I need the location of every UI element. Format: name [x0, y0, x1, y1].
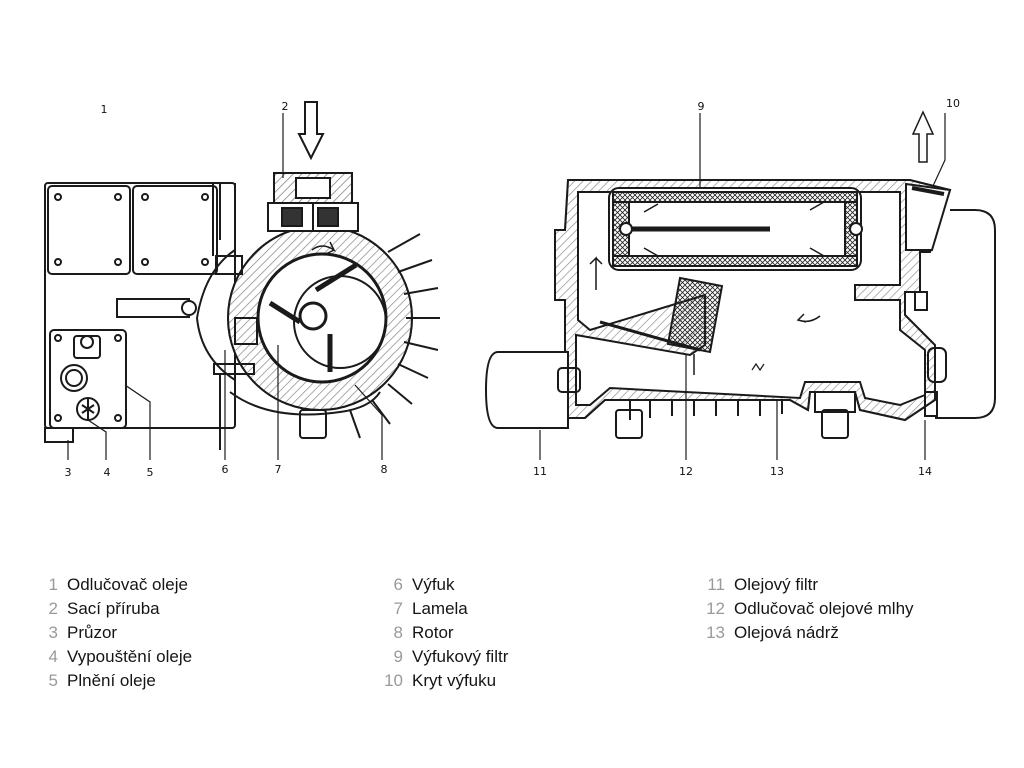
legend-label: Odlučovač oleje [67, 575, 188, 594]
flow-arrows [589, 110, 935, 375]
callout-12: 12 [679, 465, 693, 478]
callout-1: 1 [100, 103, 108, 116]
legend-item: 5 Plnění oleje [36, 669, 192, 693]
callout-10: 10 [946, 97, 960, 110]
legend-number: 10 [384, 671, 403, 690]
legend-column-3: 11 Olejový filtr 12 Odlučovač olejové mlhy… [703, 573, 914, 645]
legend-number: 2 [48, 599, 58, 618]
callout-3: 3 [64, 466, 72, 479]
callout-6: 6 [221, 463, 229, 476]
legend-item: 3 Průzor [36, 621, 192, 645]
legend-label: Olejová nádrž [734, 623, 839, 642]
legend-item: 12 Odlučovač olejové mlhy [703, 597, 914, 621]
sight-glass-plate [44, 329, 127, 443]
legend-item: 2 Sací příruba [36, 597, 192, 621]
legend-item: 13 Olejová nádrž [703, 621, 914, 645]
legend-number: 5 [48, 671, 58, 690]
callout-9: 9 [697, 100, 705, 113]
leader-lines [67, 113, 946, 460]
legend-label: Výfukový filtr [412, 647, 509, 666]
legend-number: 3 [48, 623, 58, 642]
legend-number: 4 [48, 647, 58, 666]
oil-mist-separator [599, 276, 724, 354]
callout-7: 7 [274, 463, 282, 476]
legend-number: 7 [393, 599, 403, 618]
legend-number: 11 [707, 575, 725, 594]
oil-separator-housing [44, 182, 236, 429]
legend-label: Olejový filtr [734, 575, 819, 594]
legend-label: Sací příruba [67, 599, 160, 618]
callout-2: 2 [281, 100, 289, 113]
left-view [44, 101, 440, 450]
legend-column-1: 1 Odlučovač oleje 2 Sací příruba 3 Průzor 4… [36, 573, 193, 693]
legend-number: 8 [393, 623, 403, 642]
callout-11: 11 [533, 465, 547, 478]
legend-number: 13 [706, 623, 725, 642]
intake-flange [267, 172, 359, 232]
legend-item: 11 Olejový filtr [703, 573, 914, 597]
callout-8: 8 [380, 463, 388, 476]
legend-label: Výfuk [412, 575, 455, 594]
legend-number: 12 [706, 599, 725, 618]
legend-label: Lamela [412, 599, 468, 618]
legend-number: 6 [393, 575, 403, 594]
legend-label: Kryt výfuku [412, 671, 497, 690]
legend-item: 4 Vypouštění oleje [36, 645, 193, 669]
legend-number: 1 [48, 575, 58, 594]
right-view [484, 110, 996, 439]
legend-item: 7 Lamela [381, 597, 508, 621]
legend-label: Odlučovač olejové mlhy [734, 599, 914, 618]
legend-item: 9 Výfukový filtr [381, 645, 509, 669]
oil-fill-tube [116, 298, 197, 318]
legend-label: Rotor [412, 623, 454, 642]
legend-column-2: 6 Výfuk 7 Lamela 8 Rotor 9 Výfukový filtr 10… [381, 573, 508, 693]
callout-14: 14 [918, 465, 932, 478]
motor-right [935, 209, 996, 419]
pump-cross-section-drawing [44, 101, 996, 460]
legend-label: Průzor [67, 623, 118, 642]
legend-item: 10 Kryt výfuku [381, 669, 508, 693]
tank-fins [615, 391, 856, 439]
legend-label: Vypouštění oleje [67, 647, 193, 666]
callout-4: 4 [103, 466, 111, 479]
legend-item: 6 Výfuk [381, 573, 508, 597]
legend-item: 1 Odlučovač oleje [36, 573, 192, 597]
exhaust-cover [905, 182, 952, 417]
legend-item: 8 Rotor [381, 621, 508, 645]
legend-label: Plnění oleje [67, 671, 156, 690]
legend-number: 9 [393, 647, 403, 666]
inlet-arrow [297, 101, 325, 161]
pump-housing [227, 225, 440, 439]
exhaust-filter [608, 187, 863, 271]
callout-5: 5 [146, 466, 154, 479]
exhaust-side [195, 249, 381, 450]
callout-13: 13 [770, 465, 784, 478]
oil-filter-body [484, 351, 581, 429]
